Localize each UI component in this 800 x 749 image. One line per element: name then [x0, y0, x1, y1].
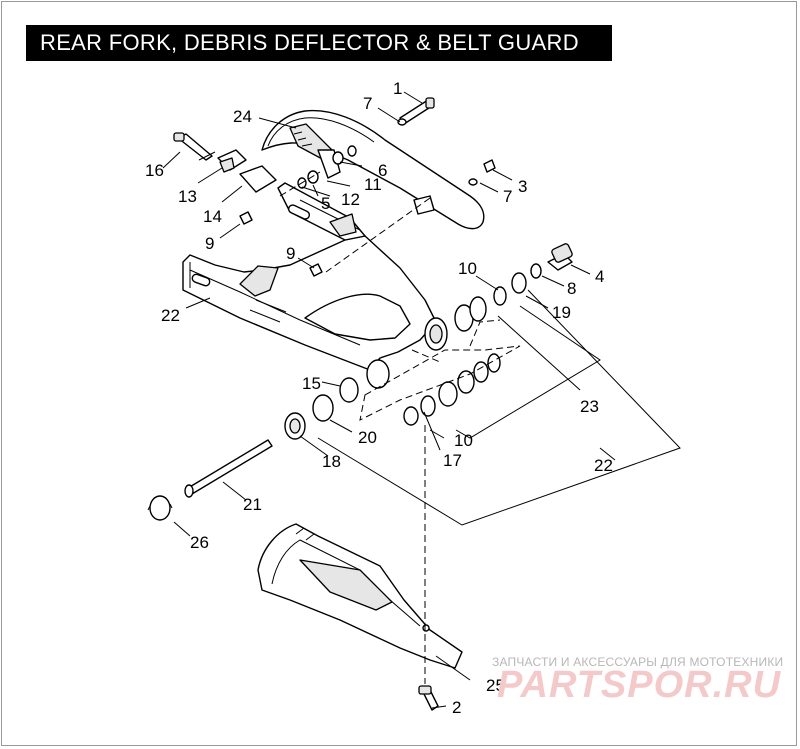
pivot-hardware-left — [284, 359, 390, 440]
callout-19: 19 — [552, 303, 571, 322]
callout-20: 20 — [358, 428, 377, 447]
pivot-cap-part — [147, 495, 173, 521]
callout-17: 17 — [443, 451, 462, 470]
callout-12: 12 — [341, 190, 360, 209]
pivot-hardware-right — [424, 243, 573, 351]
watermark-subtitle: ЗАПЧАСТИ И АКСЕССУАРЫ ДЛЯ МОТОТЕХНИКИ — [492, 655, 784, 669]
callout-3: 3 — [518, 177, 527, 196]
callout-9-mid: 9 — [286, 244, 295, 263]
callout-7-top: 7 — [363, 94, 372, 113]
callout-16: 16 — [145, 161, 164, 180]
callout-14: 14 — [203, 207, 222, 226]
callout-11: 11 — [364, 175, 382, 194]
pivot-shaft-part — [184, 439, 273, 498]
callout-6: 6 — [378, 161, 387, 180]
callout-8: 8 — [567, 279, 576, 298]
callout-2: 2 — [452, 698, 461, 717]
callout-24: 24 — [233, 107, 252, 126]
leader-lines — [162, 91, 681, 709]
callout-1: 1 — [393, 79, 402, 98]
callout-22-left: 22 — [161, 306, 180, 325]
callout-4: 4 — [595, 267, 604, 286]
callout-18: 18 — [322, 452, 341, 471]
small-hardware — [173, 97, 496, 711]
debris-deflector-part — [257, 523, 463, 669]
callout-labels: 1 7 24 16 13 14 9 6 11 12 5 3 7 9 10 4 8… — [145, 79, 613, 717]
callout-7-right: 7 — [503, 187, 512, 206]
callout-13: 13 — [178, 187, 197, 206]
callout-26: 26 — [190, 533, 209, 552]
callout-10-bottom: 10 — [454, 431, 473, 450]
callout-22-right: 22 — [594, 456, 613, 475]
callout-15: 15 — [302, 374, 321, 393]
callout-5: 5 — [321, 194, 330, 213]
callout-23: 23 — [580, 397, 599, 416]
callout-10-top: 10 — [458, 259, 477, 278]
diagram-title: REAR FORK, DEBRIS DEFLECTOR & BELT GUARD — [26, 25, 612, 61]
callout-21: 21 — [243, 495, 262, 514]
callout-25: 25 — [486, 676, 505, 695]
rear-fork-part — [182, 182, 437, 371]
alignment-lines — [279, 171, 521, 684]
bearing-stack — [403, 353, 501, 426]
watermark-logo: PARTSPOR.RU — [497, 664, 782, 706]
callout-9-left: 9 — [205, 234, 214, 253]
